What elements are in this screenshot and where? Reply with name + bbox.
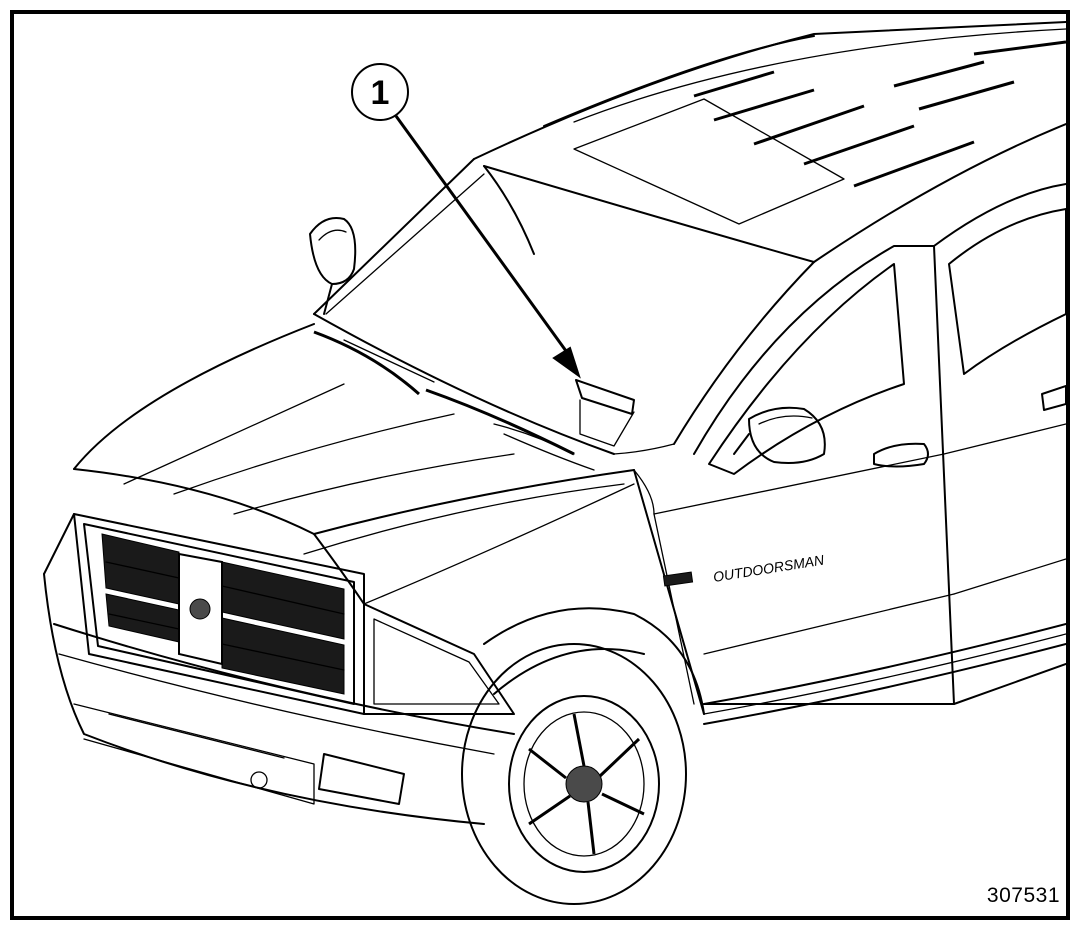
windshield [313, 158, 815, 455]
fog-lamp [318, 753, 405, 805]
hub [565, 765, 603, 803]
front-door-handle [873, 442, 929, 468]
truck-illustration: 1 [43, 21, 1066, 905]
rear-door [933, 183, 1066, 705]
rear-door-handle [1041, 385, 1066, 411]
sunroof [573, 98, 845, 225]
door-badge: OUTDOORSMAN [712, 552, 826, 585]
hood [73, 323, 655, 605]
callout-1: 1 [351, 63, 635, 447]
sensor-module [575, 379, 635, 415]
driver-mirror [309, 217, 357, 315]
front-bumper [43, 513, 515, 825]
headlight [363, 603, 515, 715]
front-wheel [461, 643, 687, 905]
grille [73, 513, 365, 715]
cab-roof [473, 21, 1066, 263]
front-door: OUTDOORSMAN [653, 245, 955, 705]
passenger-mirror [733, 406, 826, 464]
arrow-head [552, 346, 581, 379]
callout-circle [351, 63, 409, 121]
running-board [703, 623, 1066, 725]
front-fender [483, 469, 705, 715]
wipers [313, 330, 595, 471]
figure-id: 307531 [986, 884, 1060, 907]
diagram-frame: 1 [10, 10, 1070, 920]
callout-number: 1 [371, 74, 390, 112]
ram-emblem [189, 598, 211, 620]
